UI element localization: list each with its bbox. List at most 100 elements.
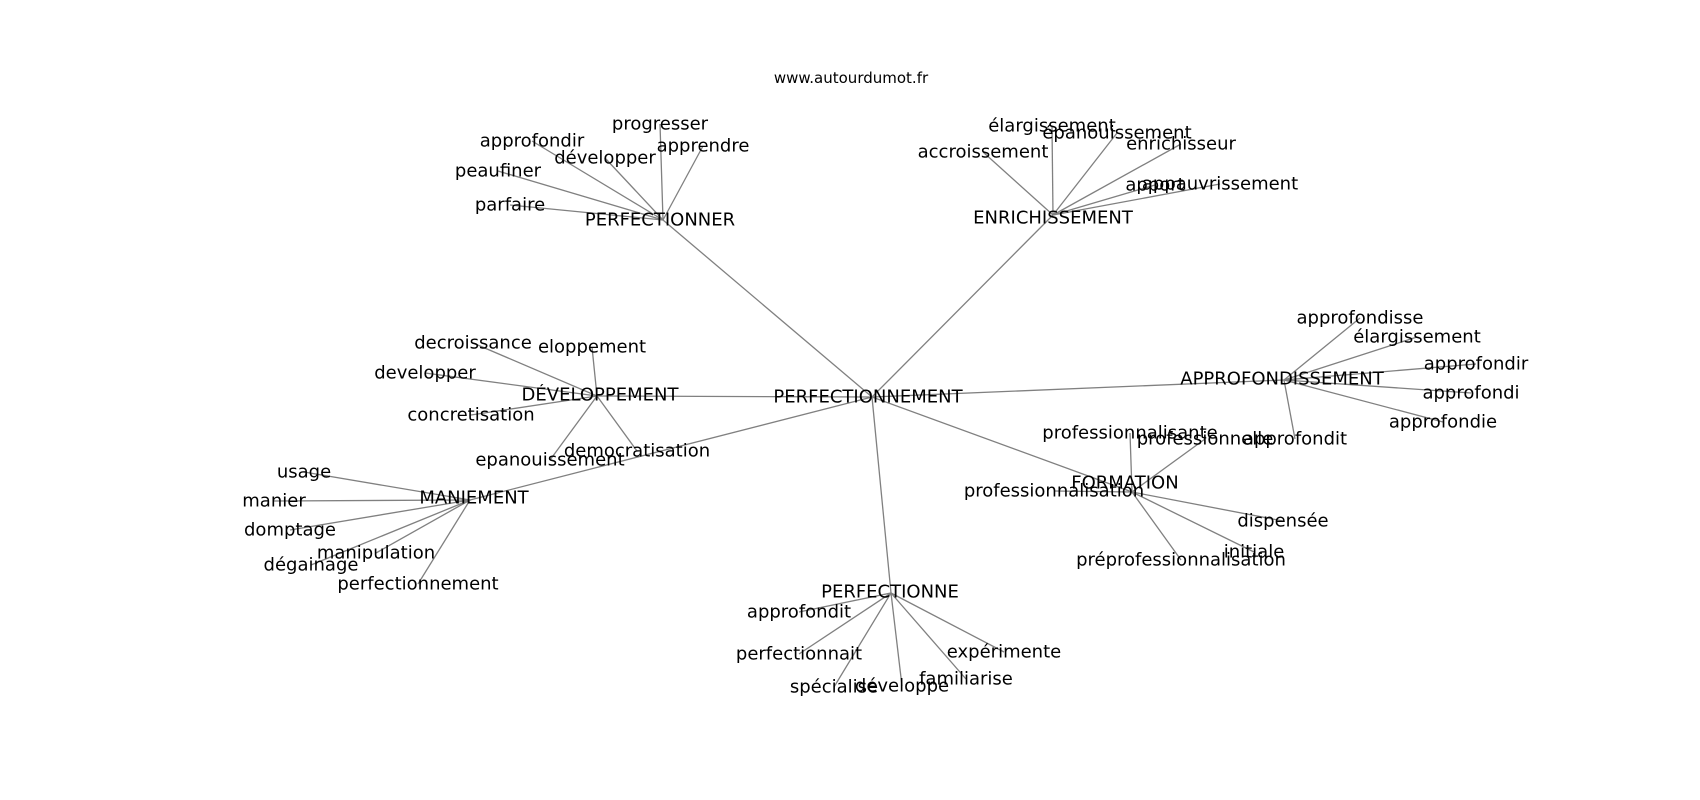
word-label: approfondit — [747, 602, 851, 623]
word-label: apprendre — [657, 136, 750, 157]
word-label: professionnalisante — [1042, 423, 1217, 444]
hub-word-edge — [509, 204, 664, 221]
center-hub-edge — [596, 395, 873, 398]
hub-word-edge — [1283, 363, 1477, 381]
hub-label: FORMATION — [1071, 473, 1178, 494]
hub-word-edge — [1283, 379, 1444, 423]
hub-word-edge — [798, 592, 892, 655]
word-label: dispensée — [1237, 511, 1328, 532]
word-label: epanouissement — [475, 450, 624, 471]
word-label: expérimente — [947, 642, 1061, 663]
word-label: apport — [1125, 175, 1184, 196]
word-label: progresser — [612, 114, 709, 135]
hub-word-edge — [1052, 183, 1221, 216]
word-label: développe — [855, 676, 949, 697]
center-hub-edge — [871, 396, 892, 594]
word-label: spécialise — [790, 677, 878, 698]
hub-word-edge — [1053, 490, 1133, 493]
hub-word-edge — [798, 592, 892, 613]
hub-word-edge — [833, 592, 892, 688]
word-label: perfectionnement — [337, 574, 498, 595]
center-label: PERFECTIONNEMENT — [773, 387, 963, 408]
hub-word-edge — [1283, 336, 1418, 381]
hub-word-edge — [303, 471, 471, 501]
word-label: developper — [374, 363, 476, 384]
hub-word-edge — [472, 342, 598, 397]
hub-label: PERFECTIONNE — [821, 582, 959, 603]
word-label: professionnelle — [1137, 429, 1274, 450]
word-label: familiarise — [919, 669, 1013, 690]
hub-word-edge — [1131, 491, 1182, 561]
hub-word-edge — [890, 592, 967, 680]
word-label: approfondir — [480, 131, 585, 152]
word-label: approfondie — [1389, 412, 1497, 433]
hub-word-edge — [1051, 125, 1054, 216]
word-label: domptage — [244, 520, 336, 541]
hub-word-edge — [1131, 491, 1255, 553]
word-label: perfectionnait — [736, 644, 862, 665]
hub-word-edge — [1283, 379, 1472, 394]
hub-word-edge — [497, 170, 664, 221]
hub-word-edge — [470, 395, 598, 416]
hub-word-edge — [659, 123, 664, 221]
word-label: développer — [554, 148, 656, 169]
word-label: usage — [277, 462, 331, 483]
word-label: concretisation — [407, 405, 534, 426]
graph-labels: progresser approfondir apprendredévelopper… — [242, 114, 1529, 698]
hub-word-edge — [417, 499, 471, 585]
hub-word-edge — [289, 499, 471, 531]
word-label: manier — [242, 491, 306, 512]
hub-label: PERFECTIONNER — [585, 210, 735, 231]
word-label: initiale — [1224, 542, 1285, 563]
word-label: manipulation — [317, 543, 435, 564]
hub-word-edge — [1052, 132, 1118, 216]
word-label: eloppement — [538, 337, 646, 358]
hub-word-edge — [1052, 143, 1182, 216]
word-label: préprofessionnalisation — [1076, 550, 1286, 571]
word-label: appauvrissement — [1142, 174, 1298, 195]
hub-label: APPROFONDISSEMENT — [1180, 369, 1384, 390]
word-label: professionnalisation — [964, 481, 1144, 502]
graph-edges — [273, 123, 1477, 688]
hub-label: DÉVELOPPEMENT — [522, 384, 680, 406]
word-label: dégainage — [264, 555, 359, 576]
hub-word-edge — [1129, 432, 1133, 493]
hub-word-edge — [890, 592, 1005, 653]
hub-word-edge — [1283, 379, 1296, 440]
hub-label: MANIEMENT — [419, 488, 529, 509]
word-label: élargissement — [1353, 327, 1481, 348]
word-label: épanouissement — [1042, 123, 1191, 144]
hub-word-edge — [424, 372, 598, 397]
hub-word-edge — [890, 592, 903, 687]
word-label: approfondisse — [1297, 308, 1424, 329]
word-label: decroissance — [414, 333, 532, 354]
word-label: approfondir — [1424, 354, 1529, 375]
word-label: enrichisseur — [1126, 134, 1236, 155]
hub-word-edge — [1131, 491, 1284, 522]
site-url: www.autourdumot.fr — [774, 69, 929, 87]
word-label: democratisation — [564, 441, 710, 462]
hub-word-edge — [662, 145, 704, 221]
hub-word-edge — [273, 499, 471, 502]
word-label: accroissement — [918, 142, 1049, 163]
hub-word-edge — [375, 499, 471, 554]
hub-word-edge — [982, 151, 1054, 216]
word-label: parfaire — [475, 195, 545, 216]
word-label: approfondit — [1243, 429, 1347, 450]
hub-word-edge — [1131, 438, 1206, 493]
center-hub-edge — [871, 396, 1133, 493]
word-label: approfondi — [1422, 383, 1519, 404]
hub-word-edge — [531, 140, 664, 221]
center-hub-edge — [871, 379, 1285, 398]
word-label: peaufiner — [455, 161, 542, 182]
hub-word-edge — [591, 346, 598, 397]
hub-word-edge — [549, 395, 598, 461]
center-hub-edge — [662, 219, 873, 398]
hub-word-edge — [596, 395, 638, 452]
hub-word-edge — [310, 499, 471, 566]
hub-word-edge — [1052, 184, 1156, 216]
center-hub-edge — [871, 214, 1054, 398]
hub-label: ENRICHISSEMENT — [973, 208, 1134, 229]
hub-word-edge — [1283, 317, 1361, 381]
